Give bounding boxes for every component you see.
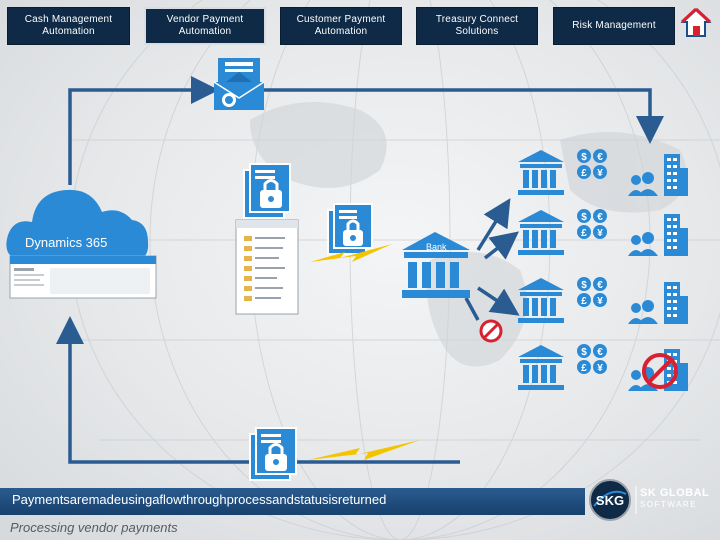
currency-symbol: £ (581, 168, 587, 179)
currency-symbol: ¥ (597, 228, 603, 239)
currency-coin-icon: € (593, 149, 607, 163)
currency-symbol: € (597, 280, 603, 291)
people-icon (628, 232, 658, 256)
currency-coin-icon: ¥ (593, 225, 607, 239)
currency-symbol: $ (581, 152, 587, 163)
recipient-row: $ € £ ¥ (518, 277, 688, 324)
flow-arrows (56, 76, 664, 464)
people-icon (628, 172, 658, 196)
locked-document-icon (243, 163, 291, 219)
arrow-bank-bottom (464, 297, 480, 321)
currency-symbol: $ (581, 280, 587, 291)
nav-label: Risk Management (572, 20, 656, 31)
bank-icon (518, 210, 564, 255)
arrow-bottom (56, 316, 460, 464)
arrow-top-right (262, 88, 664, 144)
arrow-bank-up (476, 198, 511, 251)
blocked-icon (642, 353, 678, 389)
skg-logo: SKG (589, 479, 637, 521)
building-icon (664, 154, 688, 196)
lightning-icon (310, 244, 392, 262)
arrow-bank-low (477, 286, 520, 316)
caption: Processing vendor payments (10, 520, 178, 535)
nav-risk-management[interactable]: Risk Management (553, 7, 675, 45)
currency-coin-icon: € (593, 344, 607, 358)
bank-icon (402, 232, 470, 298)
arrow-bank-mid (483, 231, 520, 260)
cloud-icon (6, 189, 149, 262)
blocked-icon (479, 319, 503, 343)
currency-coin-icon: £ (577, 293, 591, 307)
email-icon (213, 58, 265, 110)
banner-text: Paymentsaremadeusingaflowthroughprocessa… (12, 492, 387, 507)
currency-coin-icon: $ (577, 277, 591, 291)
currency-symbol: £ (581, 296, 587, 307)
building-icon (664, 214, 688, 256)
arrow-top-left (68, 76, 219, 185)
currency-coin-icon: £ (577, 225, 591, 239)
logo-initials: SKG (596, 493, 624, 508)
currency-symbol: ¥ (597, 168, 603, 179)
currency-symbol: ¥ (597, 363, 603, 374)
recipient-row: $ € £ ¥ (518, 344, 688, 391)
currency-coin-icon: ¥ (593, 293, 607, 307)
currency-symbol: £ (581, 228, 587, 239)
currency-coin-icon: $ (577, 209, 591, 223)
recipient-row: $ € £ ¥ (518, 149, 688, 196)
currency-coin-icon: ¥ (593, 360, 607, 374)
building-icon (664, 282, 688, 324)
cloud-label: Dynamics 365 (25, 235, 108, 250)
logo-sub: SOFTWARE (640, 500, 698, 509)
locked-document-icon (327, 203, 373, 255)
bank-label: Bank (426, 242, 447, 252)
lightning-icon (308, 440, 420, 460)
locked-document-icon (249, 427, 297, 481)
logo-name: SK GLOBAL (640, 487, 710, 499)
bank-icon (518, 150, 564, 195)
currency-coin-icon: $ (577, 149, 591, 163)
currency-symbol: $ (581, 212, 587, 223)
recipient-row: $ € £ ¥ (518, 209, 688, 256)
currency-coin-icon: £ (577, 360, 591, 374)
currency-coin-icon: £ (577, 165, 591, 179)
currency-symbol: € (597, 152, 603, 163)
currency-coin-icon: € (593, 277, 607, 291)
home-icon[interactable] (680, 6, 712, 40)
status-banner: Paymentsaremadeusingaflowthroughprocessa… (0, 488, 585, 515)
file-explorer-thumbnail (235, 219, 299, 315)
bank-icon (518, 278, 564, 323)
currency-symbol: € (597, 347, 603, 358)
currency-symbol: £ (581, 363, 587, 374)
currency-symbol: $ (581, 347, 587, 358)
currency-symbol: € (597, 212, 603, 223)
currency-coin-icon: € (593, 209, 607, 223)
currency-coin-icon: $ (577, 344, 591, 358)
dynamics-screen-thumbnail (9, 255, 157, 299)
currency-coin-icon: ¥ (593, 165, 607, 179)
bank-icon (518, 345, 564, 390)
currency-symbol: ¥ (597, 296, 603, 307)
people-icon (628, 300, 658, 324)
